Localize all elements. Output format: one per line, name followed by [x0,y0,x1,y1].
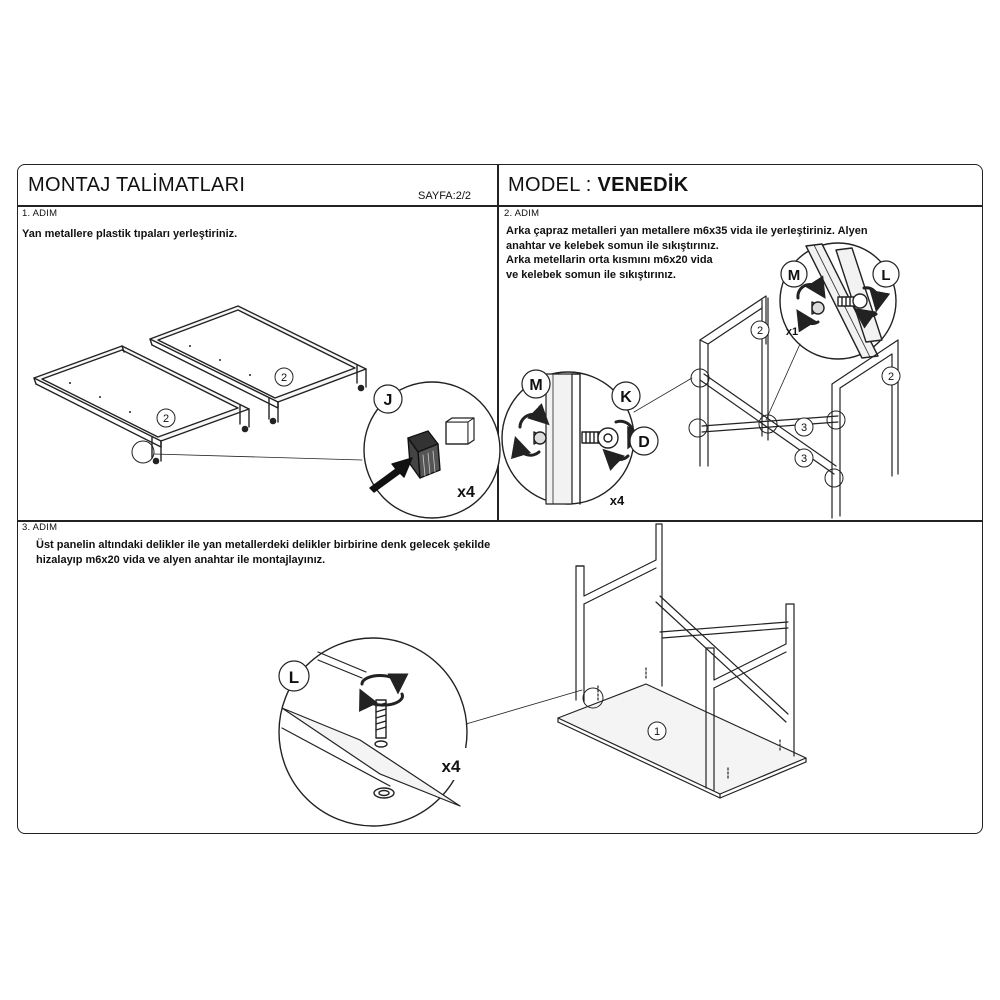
wing-nut-icon [811,301,825,315]
step-3-callout-panel: 1 [647,721,667,741]
step-1-detail-circle [363,381,501,519]
step-2-callout-m-left: M [521,369,551,399]
step-2-frame-left-text: 2 [757,325,763,337]
step-1-frame-left [33,345,250,465]
step-2-callout-k-left: K [611,381,641,411]
step-2-line-4: ve kelebek somun ile sıkıştırınız. [506,268,676,281]
step-1-callout-part-b: 2 [156,408,176,428]
header-divider [17,205,983,207]
step-2-instructions: Arka çapraz metalleri yan metallere m6x3… [506,224,868,282]
step-1-frame-right [149,305,367,425]
step-1-qty-text: x4 [457,484,475,501]
instruction-sheet [17,164,983,834]
step-3-line-2: hizalayıp m6x20 vida ve alyen anahtar il… [36,553,326,566]
rotate-arrow-icon [796,309,820,333]
rotate-arrow-icon [518,403,550,429]
step-2-callout-frame-left: 2 [750,320,770,340]
step-2-callout-l-top: L [872,260,900,288]
step-2-line-2: anahtar ve kelebek somun ile sıkıştırını… [506,239,719,252]
step-3-callout-qty: x4 [432,748,470,780]
page-title: MONTAJ TALİMATLARI [28,174,246,196]
wing-nut-icon [533,431,547,445]
step-2-label: 2. ADIM [504,208,540,219]
step-2-top-detail [779,242,897,360]
model-name: VENEDİK [597,174,689,196]
step-2-leader-line [633,377,693,413]
rotate-arrow-icon [359,688,404,713]
model-label: MODEL : [508,174,592,196]
step-3-panel-text: 1 [654,726,660,738]
plastic-cap-icon [407,430,441,479]
model-title: MODEL : VENEDİK [508,174,688,197]
step-2-line-3: Arka metellarin orta kısmını m6x20 vida [506,254,713,266]
step-2-callout-bar-top: 3 [794,417,814,437]
step-2-leader-line-top [765,343,801,421]
step-1-detail-marker [131,440,155,464]
step-1-instructions: Yan metallere plastik tıpaları yerleştir… [22,227,237,242]
insert-arrow-icon [369,457,413,493]
step-1-leader-line [153,453,363,461]
step-3-qty-text: x4 [442,757,461,776]
step-2-cross-bars [699,373,839,475]
step-2-m-left-text: M [529,377,542,394]
step-3-detail-marker [582,687,604,709]
step-3-leader-line [465,689,583,725]
step-2-bar-bottom-text: 3 [801,453,807,465]
step-1-part-a-text: 2 [281,372,287,384]
step-3-instructions: Üst panelin altındaki delikler ile yan m… [36,538,490,567]
page-number: SAYFA:2/2 [418,190,471,202]
step-1-callout-part-a: 2 [274,367,294,387]
step-1-part-b-text: 2 [163,413,169,425]
step-2-line-1: Arka çapraz metalleri yan metallere m6x3… [506,225,868,237]
step-1-frame-holes [69,345,251,413]
step-2-frame-right [831,339,899,519]
step3-divider [17,520,983,522]
step-3-letter-text: L [289,668,299,687]
step-2-l-top-text: L [881,267,890,284]
step-1-letter-text: J [384,392,393,409]
step-3-callout-letter: L [278,660,310,692]
rotate-arrow-icon [360,673,409,695]
bolt-icon [581,427,619,449]
bolt-icon [837,293,868,309]
step-3-label: 3. ADIM [22,522,58,533]
step-3-line-1: Üst panelin altındaki delikler ile yan m… [36,539,491,551]
step-3-detail-circle [278,637,468,827]
step-2-qty-top-text: x1 [786,326,798,338]
step-2-callout-bar-bottom: 3 [794,448,814,468]
column-divider [497,164,499,520]
step-2-joint-markers [688,368,846,488]
step-2-callout-m-top: M [780,260,808,288]
step-2-left-detail [501,371,647,505]
rotate-arrow-icon [796,275,826,300]
step-2-m-top-text: M [788,267,801,284]
step-2-frame-right-text: 2 [888,371,894,383]
step-1-line-1: Yan metallere plastik tıpaları yerleştir… [22,228,238,240]
step-1-label: 1. ADIM [22,208,58,219]
step-3-table-assembly [557,523,807,799]
step-1-callout-letter: J [373,384,403,414]
step-2-bar-top-text: 3 [801,422,807,434]
step-2-callout-frame-right: 2 [881,366,901,386]
step-2-k-left-text: K [620,389,632,406]
step-2-qty-left-text: x4 [610,493,625,508]
step-2-callout-d-left: D [629,426,659,456]
rotate-arrow-icon [862,286,891,313]
rotate-arrow-icon [602,448,630,471]
rotate-arrow-icon [853,307,878,329]
step-2-d-left-text: D [638,434,650,451]
rotate-arrow-icon [511,435,541,460]
step-1-callout-qty: x4 [457,484,475,501]
